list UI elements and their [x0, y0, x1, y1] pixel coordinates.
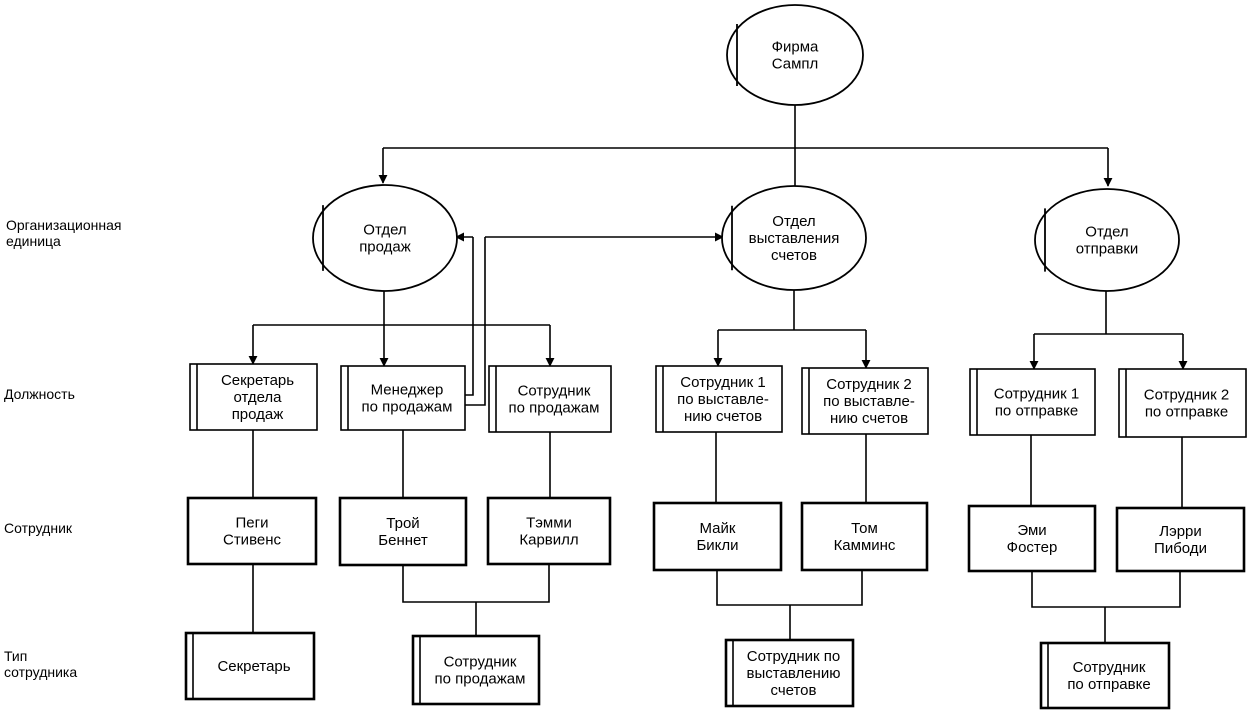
- type-secretary-label: Секретарь: [217, 658, 290, 675]
- position-billing-clerk-2: [801, 367, 929, 435]
- position-sales-manager: [340, 365, 466, 431]
- employee-mike: [652, 501, 783, 572]
- row-label-employee: Сотрудник: [4, 520, 73, 536]
- manager-billing-line: [465, 237, 486, 406]
- employee-peggy: [186, 496, 318, 566]
- row-label-position: Должность: [4, 386, 75, 402]
- type-sales-staff: [411, 634, 541, 706]
- type-billing-staff: [724, 638, 855, 708]
- dept-billing: [721, 185, 867, 291]
- type-shipping-staff: [1039, 641, 1171, 710]
- company-node: [726, 4, 864, 106]
- connectors: [248, 105, 1188, 643]
- employee-amy: [967, 504, 1097, 573]
- position-billing-clerk-1: [655, 365, 783, 433]
- billing-staff-join: [716, 570, 863, 606]
- employee-troy: [338, 496, 468, 567]
- position-shipping-clerk-1: [969, 368, 1096, 436]
- type-secretary: [184, 631, 316, 701]
- dept-shipping: [1034, 188, 1180, 292]
- employee-tom: [800, 501, 929, 572]
- position-sales-secretary: [189, 363, 318, 431]
- employee-tammy: [486, 496, 612, 566]
- position-shipping-clerk-2: [1118, 368, 1247, 438]
- dept-sales: [312, 184, 458, 292]
- position-sales-associate: [488, 365, 612, 433]
- sales-staff-join: [402, 564, 550, 603]
- shipping-staff-join: [1031, 571, 1181, 608]
- employee-larry: [1115, 506, 1246, 573]
- manager-report-line: [465, 237, 474, 396]
